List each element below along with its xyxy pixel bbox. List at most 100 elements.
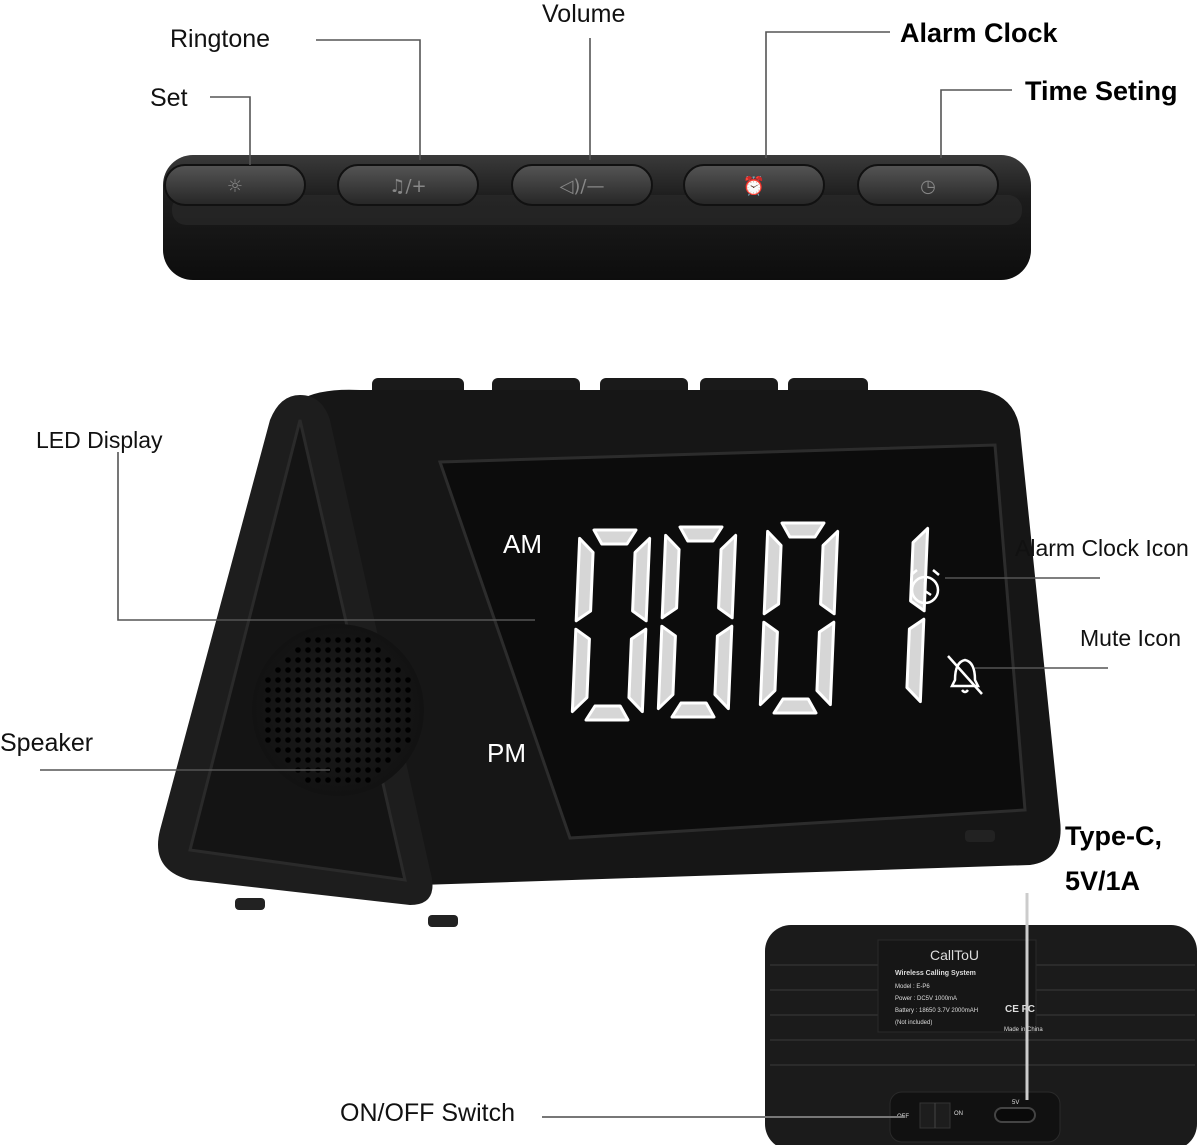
usb-c-port[interactable] bbox=[994, 1107, 1036, 1123]
segment-f bbox=[762, 529, 783, 616]
speaker-hole bbox=[265, 727, 271, 733]
speaker-hole bbox=[295, 657, 301, 663]
speaker-hole bbox=[395, 697, 401, 703]
speaker-hole bbox=[395, 737, 401, 743]
speaker-hole bbox=[305, 747, 311, 753]
speaker-hole bbox=[335, 767, 341, 773]
top-button-bar: ☼ ♫/+ ◁)/— ⏰ ◷ bbox=[163, 155, 1031, 280]
speaker-hole bbox=[275, 707, 281, 713]
music-note-plus-icon: ♫/+ bbox=[389, 176, 426, 197]
speaker-hole bbox=[315, 667, 321, 673]
speaker-hole bbox=[355, 687, 361, 693]
speaker-hole bbox=[335, 657, 341, 663]
speaker-hole bbox=[375, 737, 381, 743]
speaker-hole bbox=[285, 717, 291, 723]
speaker-hole bbox=[325, 647, 331, 653]
speaker-hole bbox=[295, 717, 301, 723]
speaker-hole bbox=[355, 747, 361, 753]
speaker-hole bbox=[325, 667, 331, 673]
speaker-hole bbox=[345, 777, 351, 783]
label-title: Wireless Calling System bbox=[895, 970, 976, 977]
speaker-hole bbox=[335, 677, 341, 683]
speaker-hole bbox=[405, 677, 411, 683]
segment-d bbox=[670, 701, 716, 719]
callout-on-off-switch: ON/OFF Switch bbox=[340, 1099, 905, 1127]
speaker-hole bbox=[295, 737, 301, 743]
segment-a bbox=[592, 528, 638, 546]
speaker-hole bbox=[345, 747, 351, 753]
speaker-hole bbox=[315, 727, 321, 733]
speaker-hole bbox=[405, 687, 411, 693]
speaker-hole bbox=[405, 727, 411, 733]
speaker-hole bbox=[395, 677, 401, 683]
speaker-hole bbox=[385, 747, 391, 753]
button-clock[interactable]: ◷ bbox=[857, 164, 999, 206]
speaker-hole bbox=[335, 717, 341, 723]
speaker-hole bbox=[325, 677, 331, 683]
speaker-hole bbox=[355, 737, 361, 743]
label-volume: Volume bbox=[542, 0, 625, 28]
speaker-hole bbox=[315, 737, 321, 743]
speaker-hole bbox=[365, 707, 371, 713]
speaker-hole bbox=[355, 657, 361, 663]
button-gear[interactable]: ☼ bbox=[164, 164, 306, 206]
speaker-hole bbox=[305, 717, 311, 723]
speaker-hole bbox=[285, 687, 291, 693]
speaker-hole bbox=[275, 737, 281, 743]
button-alarm-clock[interactable]: ⏰ bbox=[683, 164, 825, 206]
speaker-hole bbox=[285, 677, 291, 683]
speaker-hole bbox=[365, 747, 371, 753]
speaker-hole bbox=[315, 707, 321, 713]
speaker-hole bbox=[305, 757, 311, 763]
speaker-hole bbox=[375, 717, 381, 723]
speaker-hole bbox=[335, 697, 341, 703]
speaker-hole bbox=[295, 687, 301, 693]
speaker-hole bbox=[285, 747, 291, 753]
speaker-hole bbox=[305, 667, 311, 673]
speaker-hole bbox=[385, 687, 391, 693]
clock-icon: ◷ bbox=[920, 176, 936, 197]
speaker-hole bbox=[285, 657, 291, 663]
segment-c bbox=[713, 624, 734, 711]
label-set: Set bbox=[150, 84, 188, 112]
speaker-hole bbox=[345, 647, 351, 653]
segment-e bbox=[570, 627, 591, 714]
button-speaker-minus[interactable]: ◁)/— bbox=[511, 164, 653, 206]
segment-b bbox=[631, 536, 652, 623]
speaker-hole bbox=[265, 687, 271, 693]
speaker-hole bbox=[395, 747, 401, 753]
speaker-hole bbox=[365, 767, 371, 773]
speaker-hole bbox=[385, 697, 391, 703]
speaker-hole bbox=[345, 727, 351, 733]
speaker-hole bbox=[325, 717, 331, 723]
speaker-hole bbox=[275, 747, 281, 753]
speaker-hole bbox=[355, 707, 361, 713]
speaker-hole bbox=[355, 727, 361, 733]
speaker-hole bbox=[335, 667, 341, 673]
speaker-hole bbox=[365, 757, 371, 763]
speaker-hole bbox=[355, 777, 361, 783]
speaker-hole bbox=[395, 717, 401, 723]
speaker-hole bbox=[375, 667, 381, 673]
speaker-hole bbox=[345, 657, 351, 663]
speaker-hole bbox=[385, 717, 391, 723]
speaker-hole bbox=[275, 717, 281, 723]
speaker-hole bbox=[365, 667, 371, 673]
speaker-hole bbox=[345, 667, 351, 673]
button-music-note-plus[interactable]: ♫/+ bbox=[337, 164, 479, 206]
speaker-hole bbox=[285, 727, 291, 733]
speaker-hole bbox=[355, 667, 361, 673]
speaker-hole bbox=[315, 717, 321, 723]
label-model: Model : E-P6 bbox=[895, 984, 930, 990]
speaker-hole bbox=[315, 647, 321, 653]
label-made-in: Made in China bbox=[1004, 1027, 1043, 1033]
speaker-hole bbox=[305, 777, 311, 783]
segment-b bbox=[819, 529, 840, 616]
speaker-hole bbox=[345, 757, 351, 763]
speaker-hole bbox=[315, 777, 321, 783]
speaker-hole bbox=[275, 677, 281, 683]
speaker-hole bbox=[385, 667, 391, 673]
on-off-switch[interactable] bbox=[919, 1102, 951, 1129]
speaker-hole bbox=[385, 727, 391, 733]
